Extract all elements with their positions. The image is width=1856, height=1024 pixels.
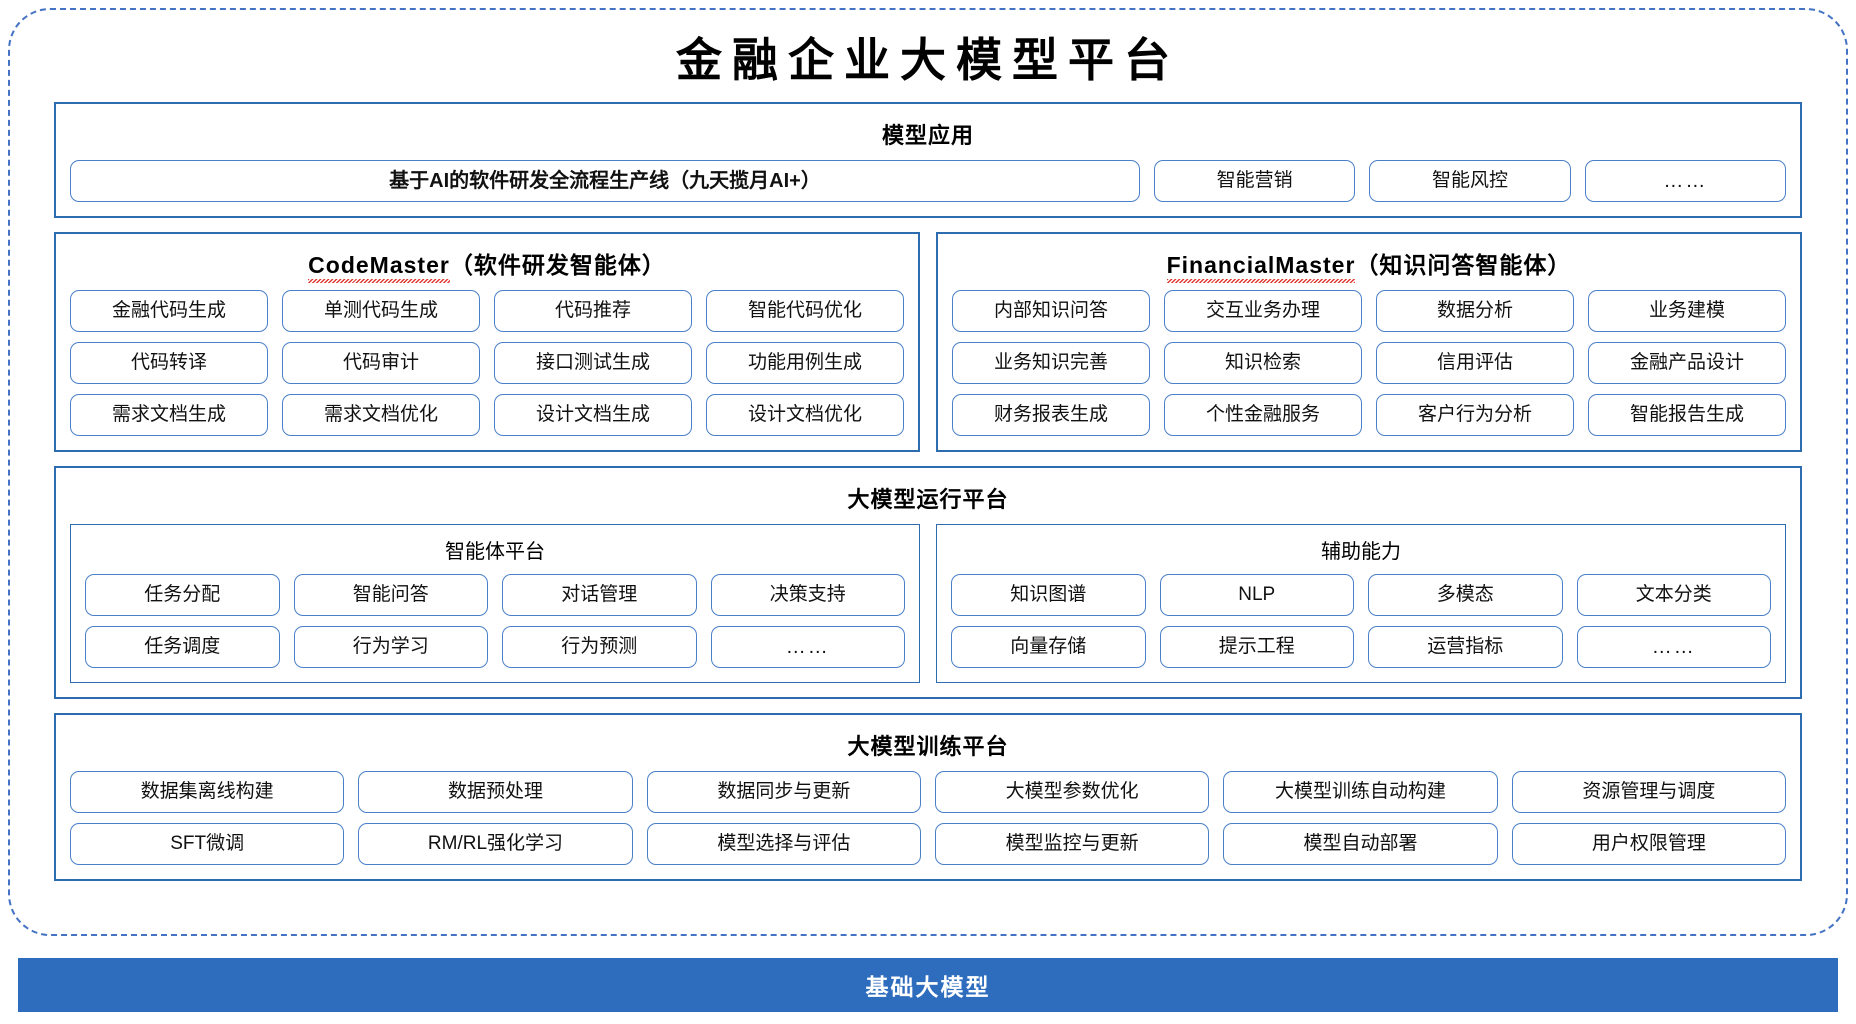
panel-title-codemaster: CodeMaster（软件研发智能体） [70,242,904,290]
capability-pill[interactable]: 接口测试生成 [494,341,692,384]
app-pill-smart-risk-control[interactable]: 智能风控 [1369,159,1571,202]
capability-pill[interactable]: 交互业务办理 [1164,289,1362,332]
capability-pill[interactable]: 数据分析 [1376,289,1574,332]
training-pill[interactable]: 模型监控与更新 [935,822,1210,865]
subpanel-agent-platform: 智能体平台 任务分配 智能问答 对话管理 决策支持 任务调度 行为学习 行为预测… [70,523,920,683]
capability-pill[interactable]: 需求文档生成 [70,393,268,436]
capability-pill[interactable]: 内部知识问答 [952,289,1150,332]
capability-pill[interactable]: 个性金融服务 [1164,393,1362,436]
subpanel-title-agent-platform: 智能体平台 [445,540,545,563]
runtime-pill[interactable]: NLP [1159,573,1354,616]
capability-pill[interactable]: 代码转译 [70,341,268,384]
runtime-pill[interactable]: 提示工程 [1159,625,1354,668]
codemaster-name-latin: CodeMaster [308,251,450,283]
runtime-pill-more[interactable]: …… [1576,625,1771,668]
capability-pill[interactable]: 代码审计 [282,341,480,384]
capability-pill[interactable]: 金融产品设计 [1588,341,1786,384]
section-runtime-platform: 大模型运行平台 智能体平台 任务分配 智能问答 对话管理 决策支持 任务调度 行… [54,465,1802,699]
section-training-platform: 大模型训练平台 数据集离线构建 数据预处理 数据同步与更新 大模型参数优化 大模… [54,712,1802,881]
runtime-pill[interactable]: 行为学习 [293,625,488,668]
foundation-model-label: 基础大模型 [865,974,991,1000]
capability-pill[interactable]: 代码推荐 [494,289,692,332]
capability-pill[interactable]: 知识检索 [1164,341,1362,384]
app-pill-ai-pipeline[interactable]: 基于AI的软件研发全流程生产线（九天揽月AI+） [70,159,1140,202]
capability-pill[interactable]: 业务建模 [1588,289,1786,332]
capability-pill[interactable]: 财务报表生成 [952,393,1150,436]
subpanel-auxiliary-capability: 辅助能力 知识图谱 NLP 多模态 文本分类 向量存储 提示工程 运营指标 …… [936,523,1786,683]
codemaster-capability-grid: 金融代码生成 单测代码生成 代码推荐 智能代码优化 代码转译 代码审计 接口测试… [70,289,904,436]
runtime-pill[interactable]: 多模态 [1368,573,1563,616]
model-application-items: 基于AI的软件研发全流程生产线（九天揽月AI+） 智能营销 智能风控 …… [70,159,1786,202]
auxiliary-capability-grid: 知识图谱 NLP 多模态 文本分类 向量存储 提示工程 运营指标 …… [951,573,1771,668]
capability-pill[interactable]: 客户行为分析 [1376,393,1574,436]
runtime-pill[interactable]: 智能问答 [293,573,488,616]
capability-pill[interactable]: 业务知识完善 [952,341,1150,384]
runtime-pill[interactable]: 运营指标 [1368,625,1563,668]
training-platform-grid: 数据集离线构建 数据预处理 数据同步与更新 大模型参数优化 大模型训练自动构建 … [70,770,1786,865]
capability-pill[interactable]: 设计文档生成 [494,393,692,436]
runtime-pill[interactable]: 对话管理 [502,573,697,616]
panel-title-financialmaster: FinancialMaster（知识问答智能体） [952,242,1786,290]
page-title: 金融企业大模型平台 [676,35,1180,86]
capability-pill[interactable]: 智能报告生成 [1588,393,1786,436]
training-pill[interactable]: 模型自动部署 [1223,822,1498,865]
runtime-pill[interactable]: 行为预测 [502,625,697,668]
app-pill-smart-marketing[interactable]: 智能营销 [1154,159,1356,202]
training-pill[interactable]: 资源管理与调度 [1511,770,1786,813]
capability-pill[interactable]: 智能代码优化 [706,289,904,332]
training-pill[interactable]: 用户权限管理 [1511,822,1786,865]
capability-pill[interactable]: 金融代码生成 [70,289,268,332]
financialmaster-name-latin: FinancialMaster [1166,251,1356,283]
training-pill[interactable]: SFT微调 [70,822,345,865]
panel-codemaster: CodeMaster（软件研发智能体） 金融代码生成 单测代码生成 代码推荐 智… [54,231,920,452]
training-pill[interactable]: 模型选择与评估 [646,822,921,865]
training-pill[interactable]: 数据预处理 [358,770,633,813]
app-pill-more[interactable]: …… [1584,159,1786,202]
platform-outer-frame: 金融企业大模型平台 模型应用 基于AI的软件研发全流程生产线（九天揽月AI+） … [8,8,1848,936]
section-model-application: 模型应用 基于AI的软件研发全流程生产线（九天揽月AI+） 智能营销 智能风控 … [54,101,1802,218]
runtime-subpanels-row: 智能体平台 任务分配 智能问答 对话管理 决策支持 任务调度 行为学习 行为预测… [70,523,1786,683]
capability-pill[interactable]: 设计文档优化 [706,393,904,436]
training-pill[interactable]: RM/RL强化学习 [358,822,633,865]
financialmaster-capability-grid: 内部知识问答 交互业务办理 数据分析 业务建模 业务知识完善 知识检索 信用评估… [952,289,1786,436]
codemaster-name-cn: （软件研发智能体） [449,251,666,278]
runtime-pill[interactable]: 决策支持 [710,573,905,616]
runtime-pill-more[interactable]: …… [710,625,905,668]
section-title-model-application: 模型应用 [881,122,974,148]
runtime-pill[interactable]: 向量存储 [951,625,1146,668]
capability-pill[interactable]: 功能用例生成 [706,341,904,384]
training-pill[interactable]: 数据同步与更新 [646,770,921,813]
section-title-runtime-platform: 大模型运行平台 [847,486,1009,512]
runtime-pill[interactable]: 文本分类 [1576,573,1771,616]
section-title-training-platform: 大模型训练平台 [847,733,1009,759]
training-pill[interactable]: 大模型参数优化 [935,770,1210,813]
runtime-pill[interactable]: 知识图谱 [951,573,1146,616]
training-pill[interactable]: 数据集离线构建 [70,770,345,813]
foundation-model-bar: 基础大模型 [18,958,1838,1012]
capability-pill[interactable]: 信用评估 [1376,341,1574,384]
panel-financialmaster: FinancialMaster（知识问答智能体） 内部知识问答 交互业务办理 数… [936,231,1802,452]
runtime-pill[interactable]: 任务调度 [85,625,280,668]
capability-pill[interactable]: 需求文档优化 [282,393,480,436]
training-pill[interactable]: 大模型训练自动构建 [1223,770,1498,813]
agent-panels-row: CodeMaster（软件研发智能体） 金融代码生成 单测代码生成 代码推荐 智… [54,231,1802,452]
financialmaster-name-cn: （知识问答智能体） [1355,251,1572,278]
subpanel-title-auxiliary-capability: 辅助能力 [1321,540,1401,563]
runtime-pill[interactable]: 任务分配 [85,573,280,616]
agent-platform-grid: 任务分配 智能问答 对话管理 决策支持 任务调度 行为学习 行为预测 …… [85,573,905,668]
capability-pill[interactable]: 单测代码生成 [282,289,480,332]
